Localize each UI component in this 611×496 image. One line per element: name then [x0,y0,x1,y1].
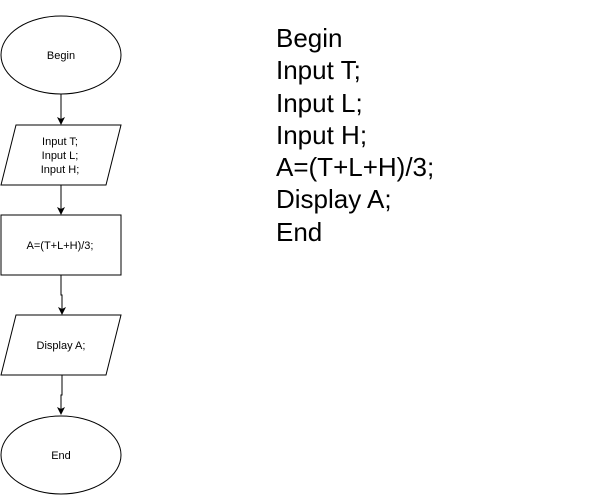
pseudocode-line: Input T; [276,55,361,86]
pseudocode-line: Input L; [276,87,363,118]
input-node: Input T; Input L; Input H; [0,124,122,186]
begin-label: Begin [47,50,75,62]
begin-node: Begin [0,15,122,95]
pseudocode-line: A=(T+L+H)/3; [276,152,435,183]
pseudocode-line: Display A; [276,184,392,215]
flowchart-diagram: Begin Input T; Input L; Input H; A=(T+L+… [0,15,122,495]
end-shape [0,415,122,495]
input-shape [0,124,122,186]
output-shape [0,314,122,376]
input-label-l: Input L; [42,150,79,162]
pseudocode-line: Input H; [276,119,368,150]
end-node: End [0,415,122,495]
input-label-h: Input H; [41,164,80,176]
pseudocode-line: Begin [276,23,343,53]
end-label: End [51,450,71,462]
process-label: A=(T+L+H)/3; [27,240,94,252]
output-node: Display A; [0,314,122,376]
output-label: Display A; [37,340,86,352]
process-shape [0,214,122,276]
arrow-output-to-end [57,375,65,415]
input-label-t: Input T; [42,136,78,148]
arrow-process-to-output [58,275,66,315]
pseudocode-line: End [276,216,323,247]
process-node: A=(T+L+H)/3; [0,214,122,276]
pseudocode-text: Begin Input T; Input L; Input H; A=(T+L+… [276,22,434,248]
